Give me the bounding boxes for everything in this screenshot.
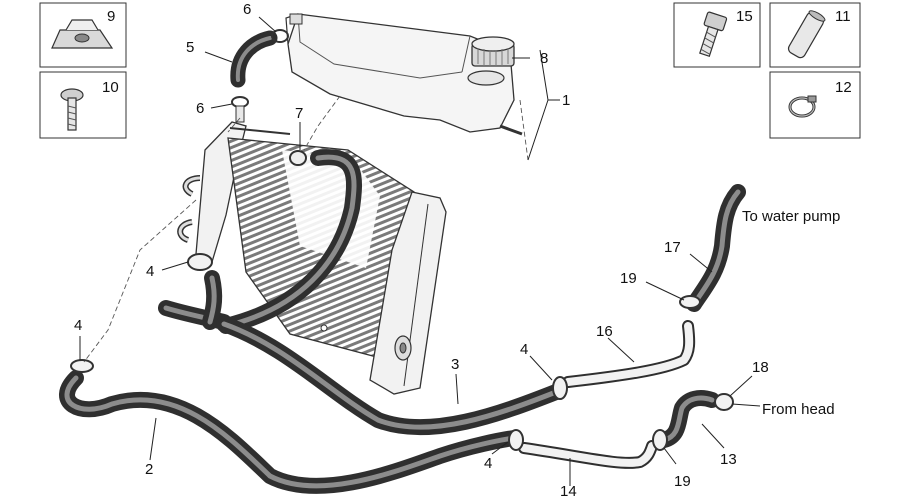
- clamp-19-upper: [679, 295, 701, 309]
- label-17: 17: [664, 239, 681, 256]
- label-2: 2: [145, 461, 153, 478]
- label-6-bottom: 6: [196, 100, 204, 117]
- clamp-7: [289, 150, 307, 166]
- label-9: 9: [107, 8, 115, 25]
- clamp-4-bottom: [508, 429, 524, 451]
- label-19-lower: 19: [674, 473, 691, 490]
- label-4-left: 4: [74, 317, 82, 334]
- from-head-note: From head: [762, 401, 835, 418]
- hose-13: [656, 390, 720, 448]
- label-12: 12: [835, 79, 852, 96]
- label-8: 8: [540, 50, 548, 67]
- label-10: 10: [102, 79, 119, 96]
- to-water-pump-note: To water pump: [742, 208, 840, 225]
- hose-17: [686, 184, 746, 312]
- clamp-18: [714, 393, 734, 411]
- part-box-11: [769, 2, 861, 68]
- label-15: 15: [736, 8, 753, 25]
- part-box-12: [769, 71, 861, 139]
- part-numbers: 9 10 15 11 12 6 5 6 7 8 1 4 4 2 3 4 4 14…: [74, 1, 852, 497]
- assembly-guides: [83, 95, 529, 363]
- clamp-6-top: [271, 29, 289, 43]
- screw-icon: [60, 88, 84, 131]
- label-4-right: 4: [520, 341, 528, 358]
- part-box-10: [39, 71, 127, 139]
- clip-nut-icon: [51, 19, 114, 49]
- label-3: 3: [451, 356, 459, 373]
- label-18: 18: [752, 359, 769, 376]
- hose-junction: [158, 270, 232, 330]
- hose-upper: [218, 149, 362, 334]
- hose-5: [230, 30, 278, 88]
- clamp-4-left: [70, 359, 94, 373]
- hose-clamp-icon: [788, 95, 817, 118]
- pipe-14: [518, 440, 658, 469]
- clamp-4-radiator: [187, 253, 213, 271]
- label-7: 7: [295, 105, 303, 122]
- pipe-16: [562, 320, 696, 388]
- label-14: 14: [560, 483, 577, 497]
- clamp-19-lower: [652, 429, 668, 451]
- label-1: 1: [562, 92, 570, 109]
- bolt-icon: [699, 11, 728, 57]
- sleeve-icon: [787, 10, 826, 59]
- leader-lines: [79, 16, 761, 486]
- label-4-bottom: 4: [484, 455, 492, 472]
- hose-2: [59, 370, 522, 494]
- label-11: 11: [835, 8, 851, 25]
- clamp-4-right: [552, 376, 568, 400]
- label-16: 16: [596, 323, 613, 340]
- hose-3: [216, 316, 564, 436]
- label-6-top: 6: [243, 1, 251, 18]
- label-5: 5: [186, 39, 194, 56]
- label-4-radiator: 4: [146, 263, 154, 280]
- label-13: 13: [720, 451, 737, 468]
- expansion-tank: [285, 13, 523, 136]
- part-box-9: [39, 2, 127, 68]
- part-box-15: [673, 2, 761, 68]
- clamps: [70, 29, 734, 451]
- label-19-upper: 19: [620, 270, 637, 287]
- tank-cap: [471, 36, 515, 67]
